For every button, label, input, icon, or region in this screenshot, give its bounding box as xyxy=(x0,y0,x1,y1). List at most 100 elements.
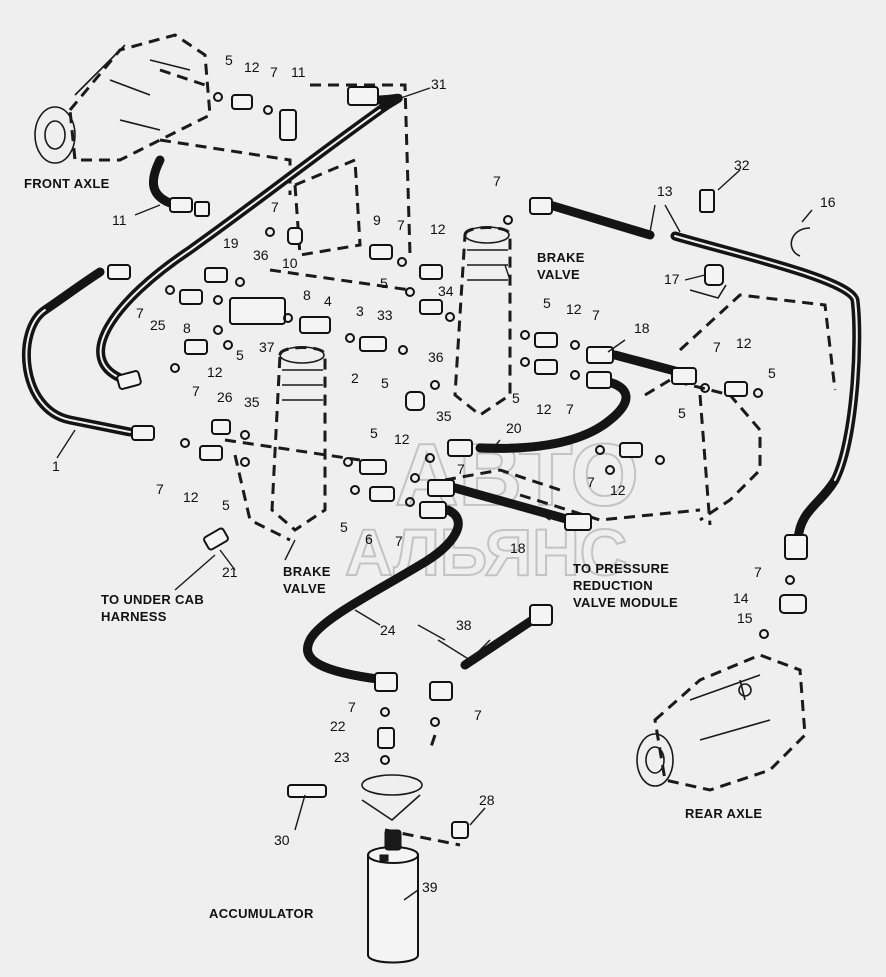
front-axle-label: FRONT AXLE xyxy=(24,176,110,191)
callout: 5 xyxy=(512,390,520,406)
callout: 5 xyxy=(768,365,776,381)
callout: 5 xyxy=(381,375,389,391)
callout: 8 xyxy=(183,320,191,336)
callout: 9 xyxy=(373,212,381,228)
mounting-frame xyxy=(159,83,837,847)
callout: 19 xyxy=(223,235,239,251)
under-cab-label-1: TO UNDER CAB xyxy=(101,592,204,607)
callout: 26 xyxy=(217,389,233,405)
callout: 7 xyxy=(395,533,403,549)
callout: 7 xyxy=(754,564,762,580)
text-labels: FRONT AXLE REAR AXLE BRAKE VALVE BRAKE V… xyxy=(24,176,762,921)
pressure-module-label-1: TO PRESSURE xyxy=(573,561,669,576)
callout: 39 xyxy=(422,879,438,895)
rear-axle-assembly xyxy=(636,653,807,792)
callout: 12 xyxy=(536,401,552,417)
callout: 5 xyxy=(380,275,388,291)
callout: 24 xyxy=(380,622,396,638)
callout: 8 xyxy=(303,287,311,303)
brake-valve-upper-label-2: VALVE xyxy=(537,267,580,282)
callout: 7 xyxy=(592,307,600,323)
callout: 7 xyxy=(566,401,574,417)
pressure-module-label-3: VALVE MODULE xyxy=(573,595,678,610)
under-cab-label-2: HARNESS xyxy=(101,609,167,624)
callout: 30 xyxy=(274,832,290,848)
callout: 1 xyxy=(52,458,60,474)
callout: 12 xyxy=(207,364,223,380)
callout: 7 xyxy=(457,461,465,477)
callout: 37 xyxy=(259,339,275,355)
callout: 11 xyxy=(112,212,127,228)
callout: 7 xyxy=(474,707,482,723)
callout: 3 xyxy=(356,303,364,319)
callout: 7 xyxy=(713,339,721,355)
callout: 32 xyxy=(734,157,750,173)
callout: 7 xyxy=(192,383,200,399)
accumulator xyxy=(361,774,423,964)
callout: 12 xyxy=(736,335,752,351)
callout: 33 xyxy=(377,307,393,323)
o-rings xyxy=(165,92,795,765)
brake-valve-lower-label-2: VALVE xyxy=(283,581,326,596)
callout: 5 xyxy=(370,425,378,441)
callout: 7 xyxy=(348,699,356,715)
callout: 25 xyxy=(150,317,166,333)
pressure-module-label-2: REDUCTION xyxy=(573,578,653,593)
clamps xyxy=(689,227,811,299)
callout-numbers: 5 12 7 11 31 11 7 7 32 13 16 9 7 12 19 3… xyxy=(52,52,836,895)
callout: 5 xyxy=(236,347,244,363)
brake-valve-lower-label-1: BRAKE xyxy=(283,564,331,579)
rear-axle-label: REAR AXLE xyxy=(685,806,762,821)
callout: 5 xyxy=(225,52,233,68)
callout: 16 xyxy=(820,194,836,210)
callout: 12 xyxy=(610,482,626,498)
callout: 5 xyxy=(222,497,230,513)
callout: 23 xyxy=(334,749,350,765)
callout: 14 xyxy=(733,590,749,606)
callout: 11 xyxy=(291,64,306,80)
callout: 15 xyxy=(737,610,753,626)
callout: 35 xyxy=(244,394,260,410)
callout: 12 xyxy=(430,221,446,237)
callout: 36 xyxy=(253,247,269,263)
callout: 10 xyxy=(282,255,298,271)
callout: 7 xyxy=(587,474,595,490)
callout: 7 xyxy=(270,64,278,80)
callout: 17 xyxy=(664,271,680,287)
callout: 5 xyxy=(543,295,551,311)
callout: 12 xyxy=(394,431,410,447)
callout: 6 xyxy=(365,531,373,547)
callout: 5 xyxy=(678,405,686,421)
callout: 34 xyxy=(438,283,454,299)
callout: 7 xyxy=(136,305,144,321)
callout: 7 xyxy=(156,481,164,497)
callout: 35 xyxy=(436,408,452,424)
callout: 7 xyxy=(271,199,279,215)
callout: 20 xyxy=(506,420,522,436)
callout: 36 xyxy=(428,349,444,365)
callout: 38 xyxy=(456,617,472,633)
callout: 7 xyxy=(397,217,405,233)
front-axle-assembly xyxy=(34,33,212,164)
leader-lines xyxy=(56,87,813,901)
callout: 18 xyxy=(634,320,650,336)
hoses xyxy=(21,93,862,685)
accumulator-label: ACCUMULATOR xyxy=(209,906,314,921)
callout: 31 xyxy=(431,76,447,92)
callout: 13 xyxy=(657,183,673,199)
callout: 2 xyxy=(351,370,359,386)
callout: 4 xyxy=(324,293,332,309)
callout: 18 xyxy=(510,540,526,556)
brake-valve-upper-label-1: BRAKE xyxy=(537,250,585,265)
callout: 21 xyxy=(222,564,238,580)
callout: 12 xyxy=(566,301,582,317)
callout: 22 xyxy=(330,718,346,734)
callout: 12 xyxy=(183,489,199,505)
fittings xyxy=(107,86,808,839)
brake-valve-lower xyxy=(270,346,327,532)
callout: 7 xyxy=(493,173,501,189)
callout: 5 xyxy=(340,519,348,535)
callout: 12 xyxy=(244,59,260,75)
